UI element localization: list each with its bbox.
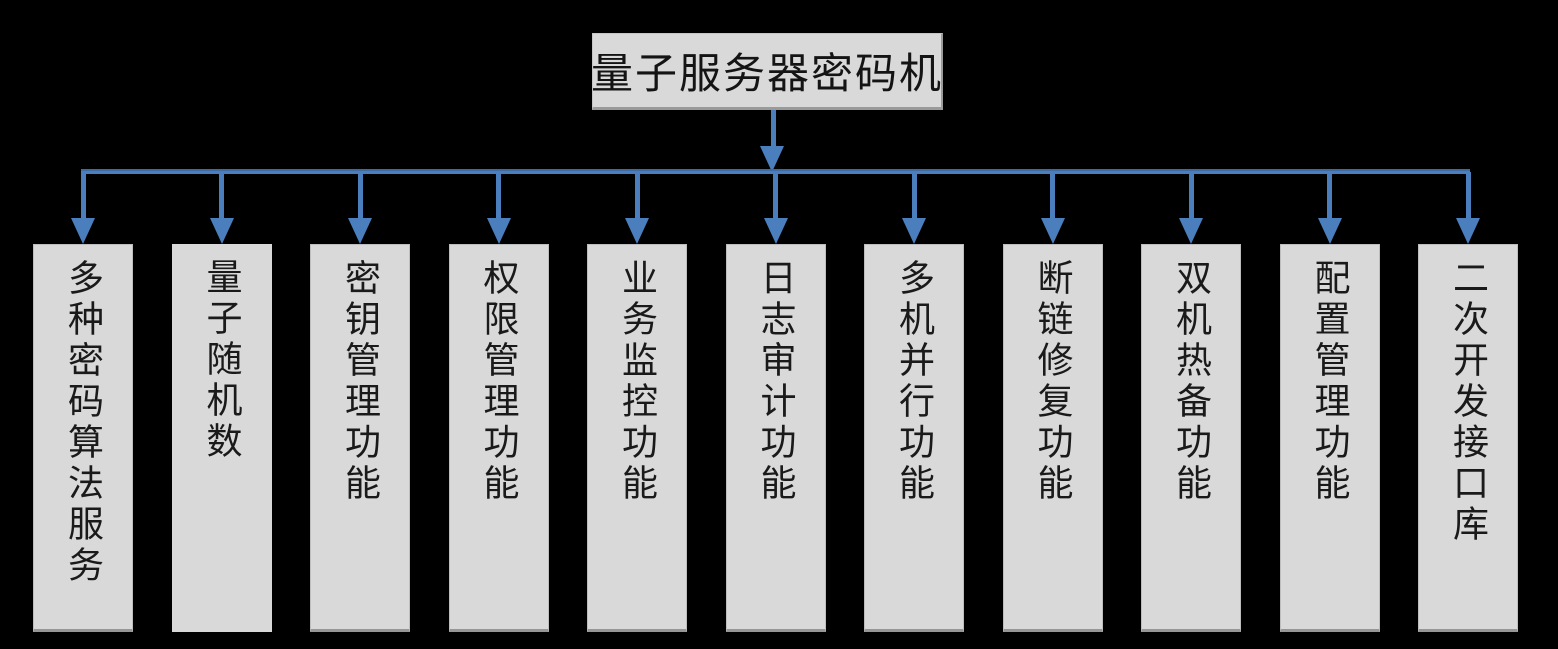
drop-arrow-shaft — [1327, 172, 1332, 220]
root-node: 量子服务器密码机 — [591, 33, 943, 110]
drop-arrow-shaft — [634, 172, 640, 220]
drop-arrow-head-icon — [1317, 218, 1342, 244]
branch-node-key-management: 密钥管理功能 — [310, 244, 410, 632]
branch-label: 配置管理功能 — [1309, 259, 1350, 505]
branch-node-broken-link-repair: 断链修复功能 — [1002, 244, 1103, 632]
drop-arrow-head-icon — [1179, 218, 1203, 244]
drop-arrow-head-icon — [1040, 218, 1065, 244]
drop-arrow-shaft — [1050, 172, 1055, 220]
drop-arrow-shaft — [773, 172, 778, 220]
branch-label: 断链修复功能 — [1032, 259, 1073, 505]
drop-arrow-head-icon — [902, 218, 926, 244]
drop-arrow-shaft — [219, 172, 224, 220]
root-arrow-shaft — [771, 110, 776, 148]
branch-node-multi-algorithm-service: 多种密码算法服务 — [33, 244, 133, 632]
drop-arrow-head-icon — [348, 218, 372, 244]
branch-label: 日志审计功能 — [755, 259, 796, 505]
drop-arrow-head-icon — [1456, 218, 1480, 244]
branch-label: 权限管理功能 — [478, 259, 519, 505]
connector-bus-line — [81, 169, 1470, 174]
branch-node-dual-machine-hot-standby: 双机热备功能 — [1141, 244, 1241, 632]
drop-arrow-head-icon — [625, 218, 649, 244]
branch-label: 量子随机数 — [201, 258, 242, 463]
branch-label: 密钥管理功能 — [340, 259, 380, 505]
branch-label: 业务监控功能 — [617, 259, 657, 505]
root-arrow-head-icon — [760, 146, 784, 172]
branch-label: 多机并行功能 — [894, 259, 934, 505]
branch-node-log-audit: 日志审计功能 — [725, 244, 826, 632]
drop-arrow-shaft — [1465, 172, 1471, 220]
branch-label: 二次开发接口库 — [1448, 259, 1488, 546]
drop-arrow-shaft — [80, 172, 86, 220]
drop-arrow-head-icon — [209, 218, 234, 244]
branch-node-secondary-dev-interface-library: 二次开发接口库 — [1418, 244, 1518, 632]
drop-arrow-head-icon — [486, 218, 511, 244]
drop-arrow-shaft — [357, 172, 363, 220]
drop-arrow-shaft — [911, 172, 917, 220]
drop-arrow-shaft — [1188, 172, 1194, 220]
drop-arrow-head-icon — [71, 218, 95, 244]
drop-arrow-head-icon — [763, 218, 788, 244]
branch-node-multi-machine-parallel: 多机并行功能 — [864, 244, 964, 632]
branch-node-permission-management: 权限管理功能 — [448, 244, 549, 632]
drop-arrow-shaft — [496, 172, 501, 220]
branch-label: 多种密码算法服务 — [63, 259, 103, 587]
branch-node-business-monitoring: 业务监控功能 — [587, 244, 687, 632]
branch-node-configuration-management: 配置管理功能 — [1279, 244, 1380, 632]
branch-label: 双机热备功能 — [1171, 259, 1211, 505]
branch-node-quantum-random-number: 量子随机数 — [171, 244, 272, 632]
